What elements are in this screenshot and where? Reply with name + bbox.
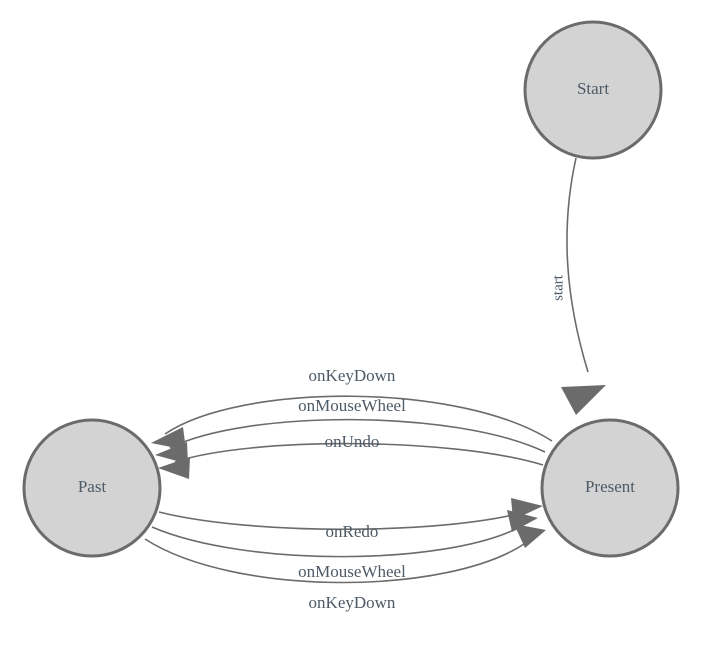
edge-present-past-onmousewheel[interactable]: onMouseWheel: [155, 396, 546, 464]
edge-past-present-onmousewheel[interactable]: onMouseWheel: [151, 510, 538, 581]
edge-label-past-present-onredo: onRedo: [326, 522, 379, 541]
edge-past-present-2-path: [151, 526, 521, 558]
edge-past-present-onkeydown[interactable]: onKeyDown: [144, 524, 546, 612]
edge-label-present-past-onkeydown: onKeyDown: [309, 366, 396, 385]
edge-present-past-2-arrowhead: [155, 442, 188, 464]
node-present-label: Present: [585, 477, 635, 496]
edge-past-present-1-path: [158, 511, 526, 531]
edge-start[interactable]: start: [550, 157, 606, 415]
node-past-label: Past: [78, 477, 107, 496]
node-start[interactable]: Start: [523, 20, 663, 160]
edge-present-past-2-path: [169, 418, 546, 453]
node-past[interactable]: Past: [22, 418, 162, 558]
edge-past-present-2-arrowhead: [507, 510, 538, 532]
edge-present-past-1-path: [164, 395, 553, 442]
edge-label-present-past-onundo: onUndo: [325, 432, 380, 451]
edge-past-present-3-path: [144, 538, 528, 584]
node-start-label: Start: [577, 79, 609, 98]
edge-present-past-3-path: [174, 442, 544, 466]
node-start-circle: [523, 20, 663, 160]
node-present[interactable]: Present: [540, 418, 680, 558]
edge-start-arrowhead: [561, 385, 606, 415]
edge-label-past-present-onmousewheel: onMouseWheel: [298, 562, 406, 581]
node-present-circle: [540, 418, 680, 558]
edge-label-past-present-onkeydown: onKeyDown: [309, 593, 396, 612]
edge-present-past-3-arrowhead: [158, 457, 190, 479]
edge-label-present-past-onmousewheel: onMouseWheel: [298, 396, 406, 415]
node-past-circle: [22, 418, 162, 558]
edge-past-present-onredo[interactable]: onRedo: [158, 498, 543, 541]
edge-past-present-3-arrowhead: [514, 524, 546, 548]
edge-start-path: [566, 157, 589, 373]
edge-present-past-onundo[interactable]: onUndo: [158, 432, 544, 479]
edge-label-start: start: [550, 274, 566, 301]
